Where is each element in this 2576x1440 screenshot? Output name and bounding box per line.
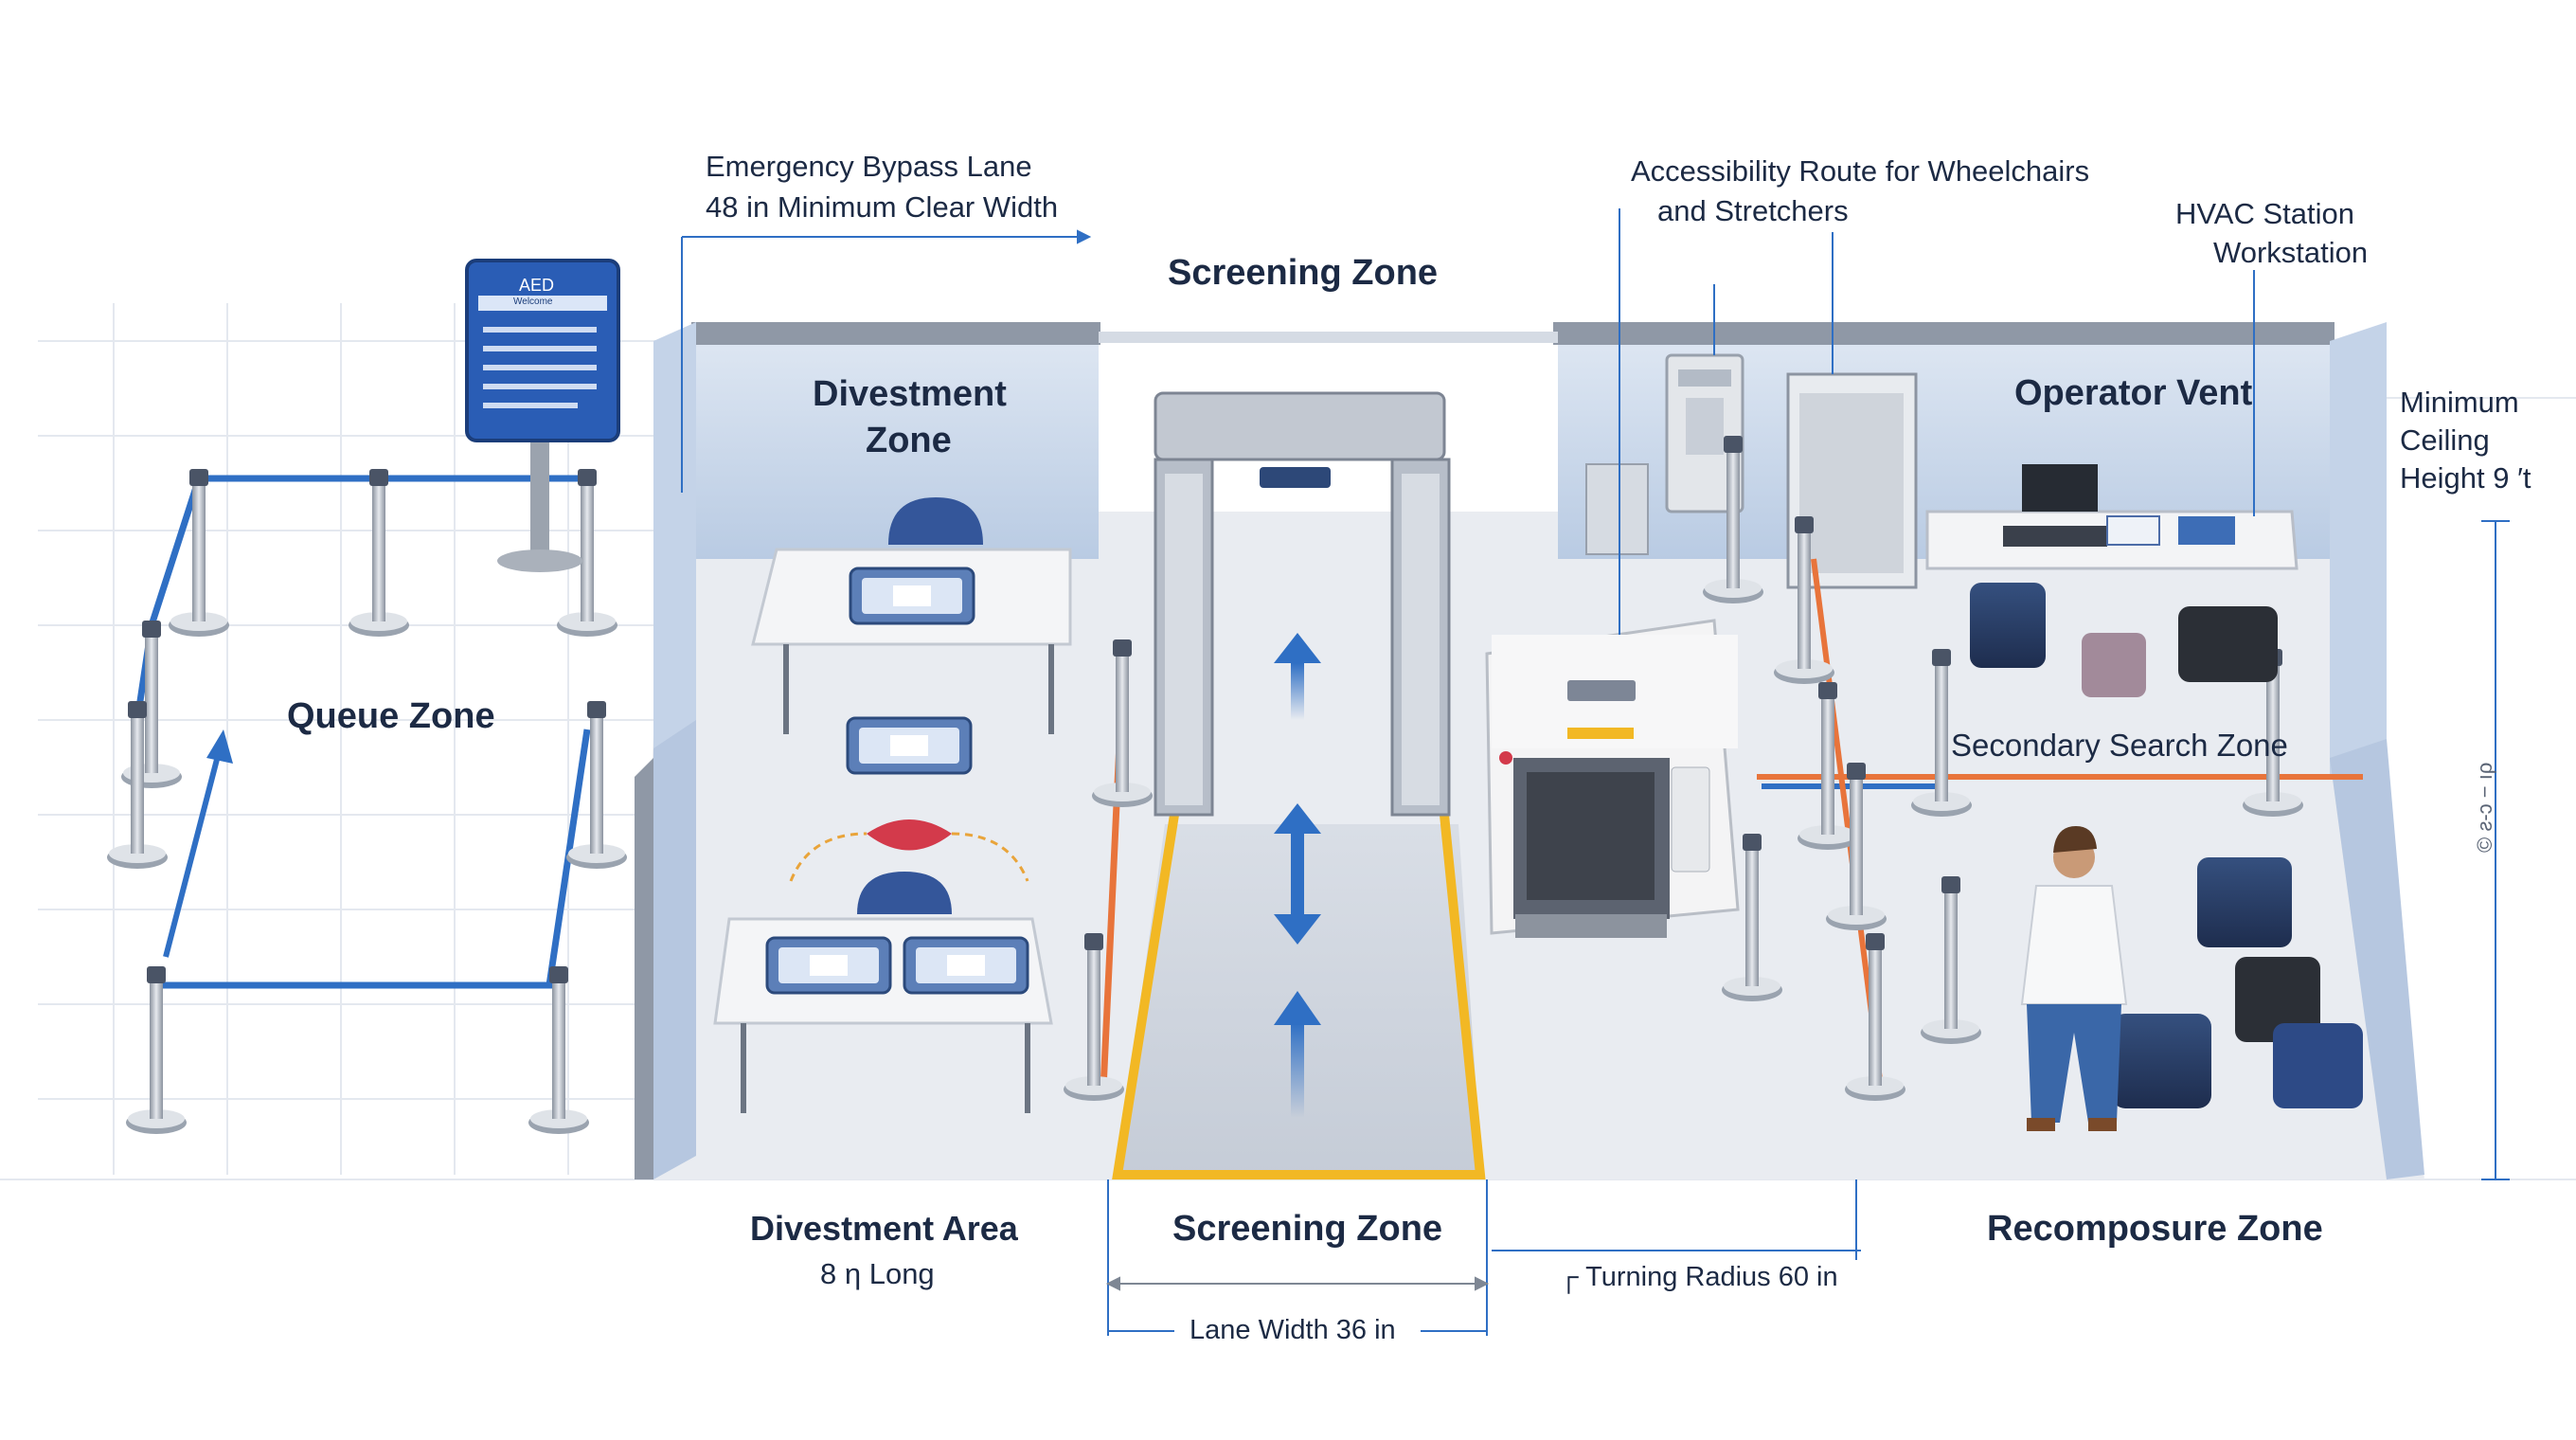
secondary-search-zone-title: Secondary Search Zone [1951,728,2288,763]
hvac-station-label: HVAC Station [2175,197,2354,230]
monitor-icon [2022,464,2098,512]
direction-arrow-icon [1274,633,1321,1118]
lane-barrier [1064,639,1153,1101]
divestment-furniture [713,497,1072,1113]
emergency-bypass-label: Emergency Bypass Lane [706,150,1032,183]
queue-arrow [163,747,223,958]
back-wall-left [696,341,1099,559]
luggage-icon [2112,1014,2211,1108]
back-wall-right [1558,341,2330,559]
right-wall [2330,322,2387,777]
dimension-lines [681,208,2510,1336]
luggage-icon [2273,1023,2363,1108]
secondary-search-barrier [1703,436,2363,1101]
dashed-guide [789,832,1029,882]
queue-arrow-head [206,729,233,764]
divestment-zone-title: Divestment [813,374,1007,414]
left-wall-lower [653,720,696,1179]
aed-sign-icon [465,259,620,572]
luggage-icon [2235,957,2320,1042]
minimum-ceiling-label-line2: Ceiling [2400,423,2490,457]
lane-width-label: Lane Width 36 in [1190,1315,1396,1345]
divestment-zone-title-line2: Zone [866,421,952,460]
right-wall-lower [2330,739,2424,1179]
aed-sign-title: AED [519,276,555,295]
screening-zone-title-top: Screening Zone [1168,253,1439,293]
luggage-icon [1970,583,2046,668]
aed-sign-subtitle: Welcome [513,297,553,307]
luggage-group [1970,583,2363,1108]
lips-icon [867,819,952,851]
luggage-icon [2178,606,2278,682]
queue-area [107,469,627,1134]
workstation [1925,464,2299,570]
opening-frame [1099,332,1558,343]
back-wall-top-left [691,322,1100,345]
ceiling-dimension-text: © ƨ-ɔ − ıρ [2473,762,2496,853]
chair-icon [857,872,952,914]
recomposure-zone-title: Recomposure Zone [1987,1209,2323,1249]
person-icon [2020,826,2128,1131]
screening-zone-title-bottom: Screening Zone [1172,1209,1443,1249]
queue-zone-title: Queue Zone [287,696,495,736]
accessibility-route-label: Accessibility Route for Wheelchairs [1631,154,2090,188]
back-wall-top-right [1553,322,2334,345]
workstation-label: Workstation [2213,236,2369,269]
minimum-ceiling-label: Minimum [2400,386,2519,419]
bypass-width-label: 48 in Minimum Clear Width [706,190,1059,224]
dimension-lines-gray [1105,1276,1490,1291]
accessibility-route-label-line2: and Stretchers [1657,194,1849,227]
luggage-icon [2082,633,2146,697]
divestment-length-label: 8 η Long [820,1257,935,1290]
walk-through-metal-detector-icon [1154,391,1451,817]
luggage-icon [2197,857,2292,947]
turning-radius-label: ┌ Turning Radius 60 in [1559,1262,1838,1292]
operator-vent-title: Operator Vent [2014,373,2253,413]
left-wall [653,322,696,786]
divestment-area-title: Divestment Area [750,1209,1018,1248]
xray-scanner-icon [1485,619,1740,938]
minimum-ceiling-label-line3: Height 9 ′t [2400,461,2531,495]
chair-icon [888,497,983,545]
lane-marking [1112,814,1486,1179]
queue-rope [152,729,591,989]
